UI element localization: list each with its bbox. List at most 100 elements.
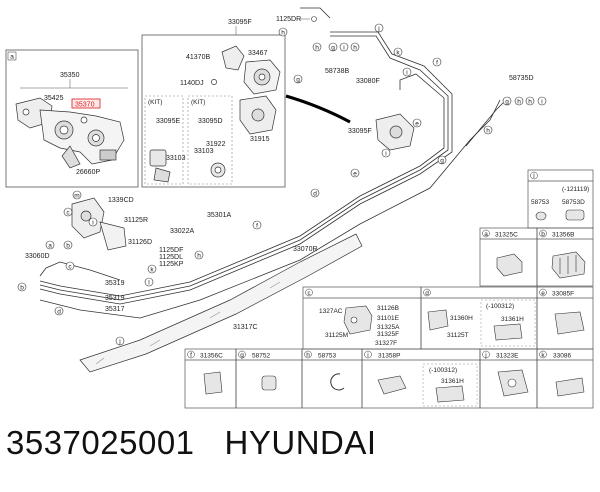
grid-k-marker: k (541, 352, 545, 359)
callout-i-1: i (343, 45, 344, 52)
callout-a-1: a (48, 243, 52, 250)
grid-i-code: 31358P (378, 353, 400, 360)
label-31125R: 31125R (124, 217, 148, 224)
grid-a-code: 31325C (495, 232, 518, 239)
callout-l-1: l (148, 280, 150, 287)
grid-h-marker: h (306, 352, 310, 359)
kit-left-drawing (149, 149, 171, 183)
callout-h-6: h (486, 128, 490, 135)
grid-i-note: (-100312) (429, 367, 457, 374)
bracket-31915-drawing (239, 95, 277, 135)
label-35319-a: 35319 (105, 280, 125, 287)
label-35317: 35317 (105, 306, 125, 313)
grid-e-marker: e (541, 290, 545, 297)
callout-f-1: f (436, 60, 438, 67)
label-1125DR: 1125DR (276, 16, 301, 23)
callout-g-1: g (296, 77, 300, 84)
callout-i-2: i (406, 70, 407, 77)
grid-i-sub: 31361H (441, 378, 464, 385)
inset-pump-bracket: a 35350 35425 35370 26660P (5, 49, 139, 188)
grid-c-marker: c (307, 290, 311, 297)
callout-i-5: i (92, 220, 93, 227)
grid-j-code: 31323E (496, 353, 519, 360)
callout-i-3: i (541, 99, 542, 106)
label-35301A: 35301A (207, 212, 231, 219)
pump-bracket-drawing (15, 97, 125, 169)
clip-31356B-icon (551, 251, 586, 279)
callout-g-2: g (331, 45, 335, 52)
label-1125KP: 1125KP (159, 261, 184, 268)
grid-g-code: 58752 (252, 353, 270, 360)
grid-b-marker: b (541, 231, 545, 238)
parts-grid (184, 169, 594, 409)
grid-c-label-31325F: 31325F (377, 331, 399, 338)
label-33103-left: 33103 (166, 155, 186, 162)
grid-headers: l a 31325C b 31356B c d e 33085F f 31356… (187, 171, 574, 360)
filter-housing-drawing (211, 45, 281, 95)
leader-arrow (285, 94, 351, 124)
label-33467: 33467 (248, 50, 268, 57)
clip-31356C-icon (203, 371, 223, 395)
grid-i-marker: i (367, 352, 368, 359)
inset-a-marker: a (10, 54, 14, 61)
grid-c-label-31126B: 31126B (377, 305, 399, 312)
callout-k-1: k (396, 50, 400, 57)
label-31922: 31922 (206, 141, 226, 148)
clamp-assembly-c-icon (343, 305, 373, 335)
clamp-i-icon (377, 375, 465, 403)
fuel-lines (39, 7, 507, 319)
grid-d-label-31361H: 31361H (501, 316, 524, 323)
label-26660P: 26660P (76, 169, 100, 176)
grid-f-marker: f (190, 352, 192, 359)
clip-33086-icon (555, 377, 585, 397)
label-33060D: 33060D (25, 253, 50, 260)
callout-b-1: b (66, 243, 70, 250)
label-1140DJ: 1140DJ (180, 80, 204, 87)
grid-c-label-31125M: 31125M (325, 332, 348, 339)
grid-c-label-31101E: 31101E (377, 315, 400, 322)
label-58735D: 58735D (509, 75, 534, 82)
valve-block-drawing (71, 197, 127, 251)
label-35425: 35425 (44, 95, 64, 102)
label-1125DF: 1125DF (159, 247, 183, 254)
label-33095E: 33095E (156, 118, 180, 125)
grid-h-code: 58753 (318, 353, 336, 360)
heat-shield-31317C (79, 233, 363, 373)
callout-h-1: h (281, 30, 285, 37)
grid-c-label-31327F: 31327F (375, 340, 397, 347)
grid-contents: (-121119) 58753 58753D 1327AC 31126B 311… (203, 186, 589, 407)
callout-h-5: h (528, 99, 532, 106)
callout-h-4: h (517, 99, 521, 106)
callout-e-1: e (415, 121, 419, 128)
grommet-58752-icon (261, 375, 277, 391)
callout-f-2: f (256, 223, 258, 230)
label-31915: 31915 (250, 136, 270, 143)
label-1125DL: 1125DL (159, 254, 183, 261)
label-35350: 35350 (60, 72, 80, 79)
grid-d-label-31360H: 31360H (450, 315, 473, 322)
label-58738B: 58738B (325, 68, 349, 75)
grid-c-label-31325A: 31325A (377, 324, 400, 331)
callout-i-4: i (385, 151, 386, 158)
highlight-box (71, 98, 101, 109)
label-33070R: 33070R (293, 246, 318, 253)
callout-c-1: c (66, 210, 70, 217)
label-33095F-main: 33095F (348, 128, 372, 135)
label-35319-b: 35319 (105, 295, 125, 302)
callout-letters: h g h i k j g h i f h g h i g h e i e d … (20, 26, 543, 346)
canister-filter-drawing (375, 113, 415, 151)
callout-e-2: e (353, 171, 357, 178)
clip-33085F-icon (554, 311, 585, 335)
grid-k-code: 33086 (553, 353, 571, 360)
grid-c-label-1327AC: 1327AC (319, 308, 343, 315)
label-33022A: 33022A (170, 228, 194, 235)
label-33080F: 33080F (356, 78, 380, 85)
grid-l-label-58753D: 58753D (562, 199, 585, 206)
clamp-d-icon (427, 309, 523, 341)
callout-j-1: j (377, 26, 379, 33)
callout-c-2: c (68, 264, 72, 271)
grid-l-label-58753: 58753 (531, 199, 549, 206)
clip-58753-icon (330, 373, 345, 391)
